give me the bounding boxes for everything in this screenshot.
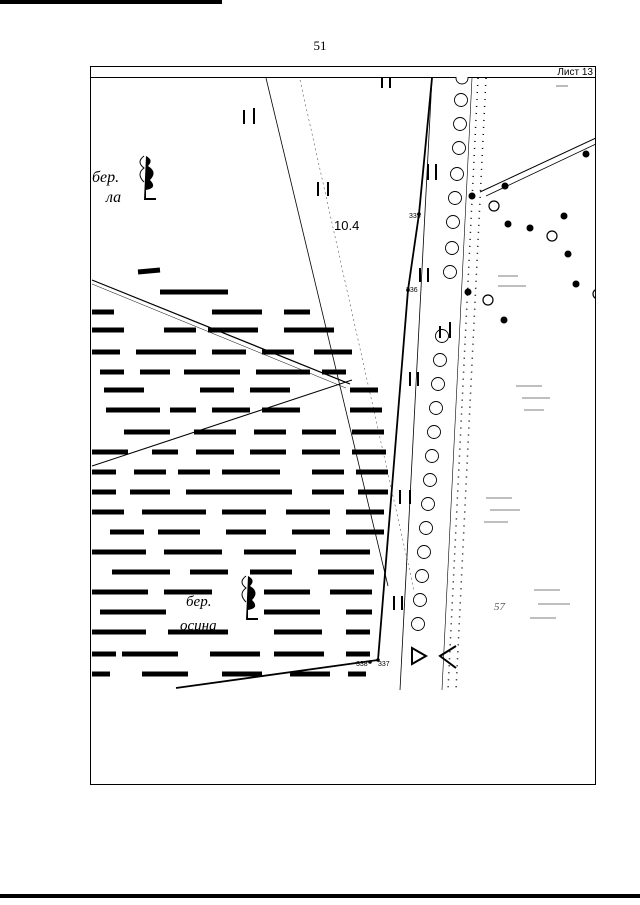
vegetation-label-4: осина	[180, 618, 217, 634]
swamp-hatching	[92, 267, 388, 677]
point-label-335: 335	[409, 213, 421, 220]
vegetation-label-1: бер.	[92, 169, 119, 186]
open-markers	[482, 200, 595, 306]
map-frame: Лист 13	[90, 66, 596, 785]
tree-symbol-icon	[144, 156, 258, 620]
page-number: 51	[313, 38, 327, 53]
vegetation-label-2: ла	[105, 189, 121, 206]
boundary-lines	[91, 77, 595, 591]
vegetation-label-3: бер.	[186, 594, 211, 610]
point-markers	[464, 150, 590, 324]
point-label-338: 338	[356, 661, 368, 668]
side-mark: 57	[494, 601, 506, 613]
road-edges	[399, 77, 487, 691]
boundary-points	[368, 212, 421, 664]
faint-dashes	[484, 85, 570, 619]
sheet-label: Лист 13	[557, 67, 593, 78]
marsh-tufts	[243, 78, 451, 610]
point-label-337: 337	[378, 661, 390, 668]
tree-row	[411, 77, 469, 631]
bottom-rule	[0, 894, 640, 898]
frame-header-line	[91, 77, 595, 78]
height-mark: 10.4	[334, 218, 359, 233]
direction-markers	[411, 645, 457, 669]
point-label-336: 336	[406, 287, 418, 294]
top-rule	[0, 0, 222, 4]
